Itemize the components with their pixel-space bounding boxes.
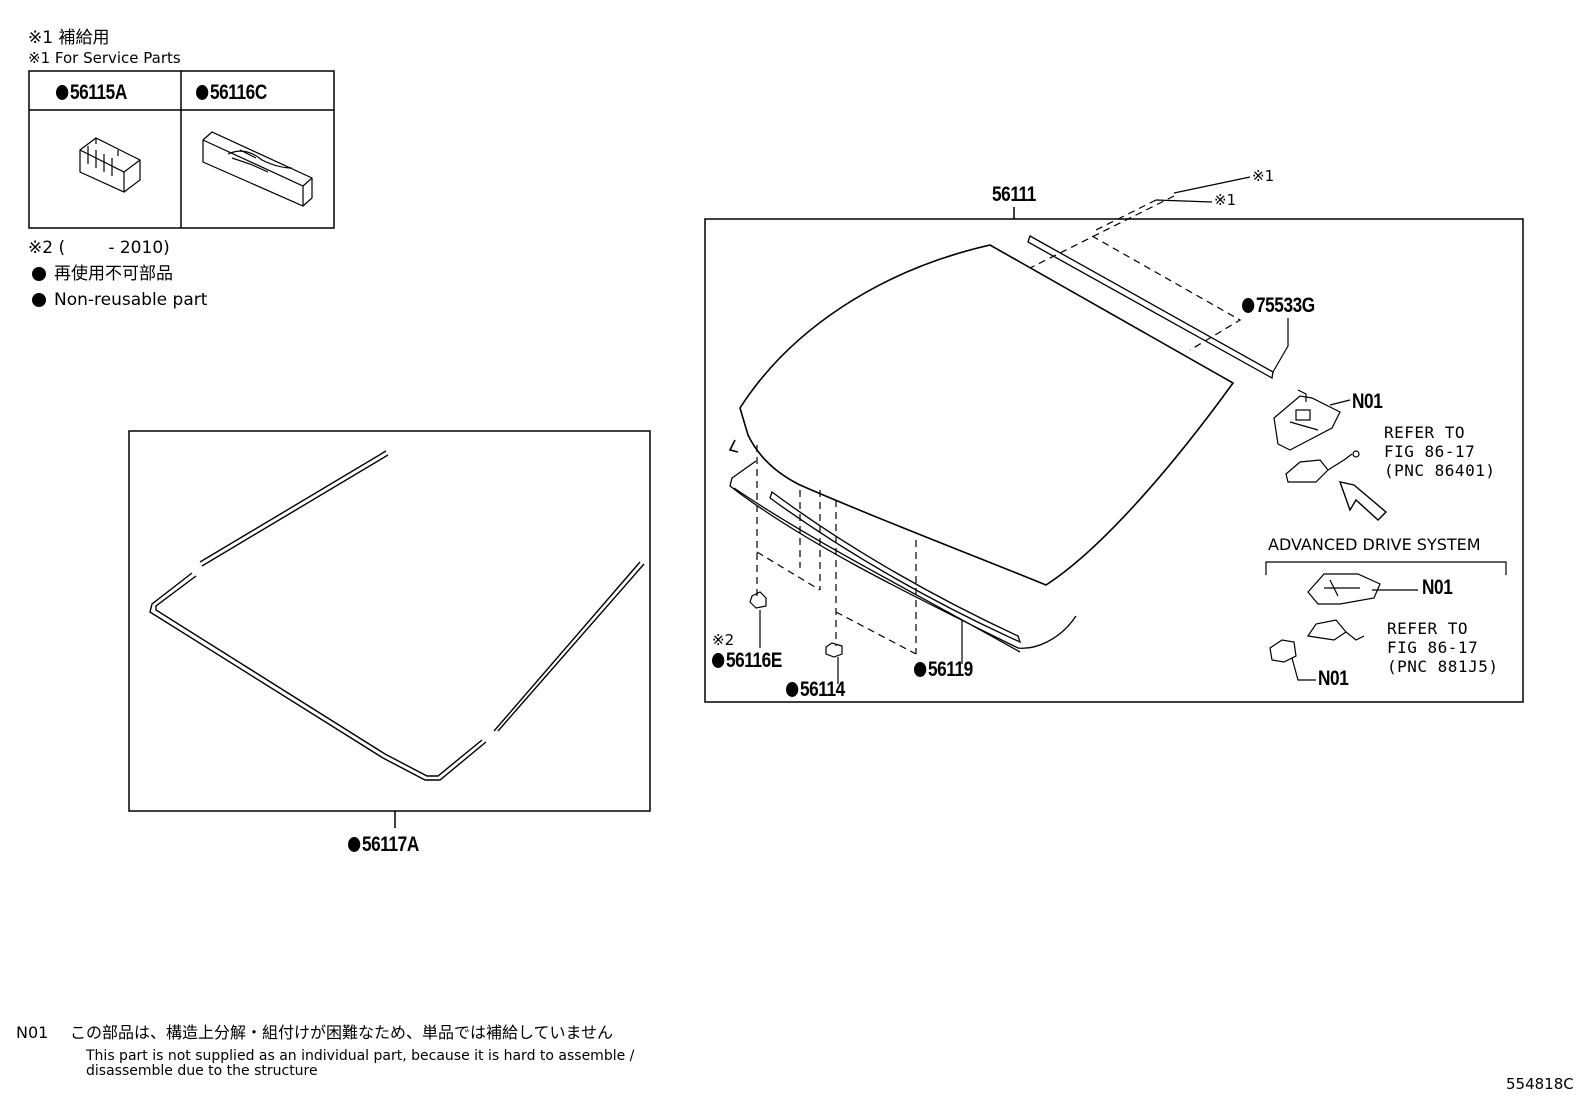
clip-56114 <box>825 642 843 658</box>
footnote-en-line1: This part is not supplied as an individu… <box>86 1048 635 1064</box>
camera-cover-top <box>1285 450 1360 483</box>
refer-bottom-line2: FIG 86-17 <box>1387 638 1479 657</box>
figure-id: 554818C <box>1506 1075 1574 1093</box>
legend-note1-en: ※1 For Service Parts <box>28 49 181 67</box>
molding-75533G <box>1027 235 1274 380</box>
part-label-56119: 56119 <box>914 659 973 680</box>
part-label-56111: 56111 <box>992 183 1036 206</box>
part-label-75533G: 75533G <box>1242 295 1315 316</box>
nonreusable-dot-icon <box>914 662 927 677</box>
clip-56115A-drawing <box>79 137 141 193</box>
part-label-56115A: 56115A <box>56 82 127 103</box>
refer-arrow <box>1338 481 1388 521</box>
mark-service-1b: ※1 <box>1214 191 1237 209</box>
nonreusable-dot-icon <box>196 85 209 100</box>
refer-top-line3: (PNC 86401) <box>1384 461 1496 480</box>
camera-cover-ads <box>1269 619 1365 663</box>
clip-56116C-drawing <box>202 131 313 207</box>
ads-title: ADVANCED DRIVE SYSTEM <box>1268 535 1481 554</box>
molding-56119 <box>729 460 1077 653</box>
nonreusable-dot-icon <box>1242 298 1255 313</box>
legend-note1-ja: ※1 補給用 <box>28 28 110 48</box>
refer-bottom-line1: REFER TO <box>1387 619 1469 638</box>
nonreusable-dot-icon <box>786 682 799 697</box>
nonreusable-dot-icon <box>348 837 361 852</box>
part-label-n01-ads: N01 <box>1422 576 1453 599</box>
footnote-ja: この部品は、構造上分解・組付けが困難なため、単品では補給していません <box>70 1023 614 1042</box>
mark-2: ※2 <box>712 631 735 649</box>
camera-bracket-n01-ads <box>1307 573 1381 605</box>
bullet-dot-icon <box>32 267 46 281</box>
nonreusable-dot-icon <box>712 653 725 668</box>
part-label-56114: 56114 <box>786 679 845 700</box>
part-label-56117A: 56117A <box>348 834 419 855</box>
refer-bottom-line3: (PNC 881J5) <box>1387 657 1499 676</box>
nonreusable-dot-icon <box>56 85 69 100</box>
legend-nonreusable-en: Non-reusable part <box>32 292 207 309</box>
refer-top-line2: FIG 86-17 <box>1384 442 1476 461</box>
footnote-code: N01 <box>16 1023 49 1042</box>
footnote-en-line2: disassemble due to the structure <box>86 1063 318 1079</box>
bullet-dot-icon <box>32 293 46 307</box>
refer-top-line1: REFER TO <box>1384 423 1466 442</box>
legend-nonreusable-ja: 再使用不可部品 <box>32 266 173 283</box>
part-label-n01-bottom: N01 <box>1318 667 1349 690</box>
legend-note2: ※2 ( - 2010) <box>28 238 170 258</box>
windshield-assembly-box <box>704 218 1524 703</box>
mark-service-1a: ※1 <box>1252 167 1275 185</box>
molding-56117A <box>149 450 645 781</box>
windshield-glass <box>728 244 1235 586</box>
part-label-56116E: 56116E <box>712 650 782 671</box>
camera-bracket-n01-top <box>1273 389 1341 451</box>
clip-56116E <box>749 591 767 609</box>
molding-56117A-box <box>128 430 651 812</box>
part-label-n01-top: N01 <box>1352 390 1383 413</box>
part-label-56116C: 56116C <box>196 82 267 103</box>
